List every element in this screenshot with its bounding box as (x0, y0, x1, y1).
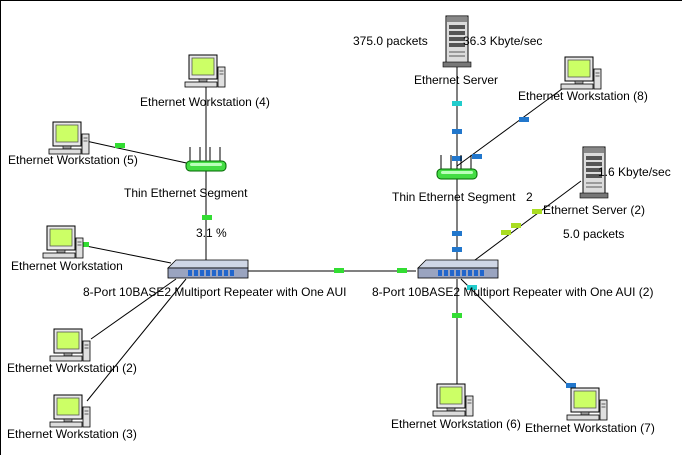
workstation-icon[interactable] (48, 121, 90, 155)
link-ws5-seg1 (85, 140, 192, 165)
workstation-icon[interactable] (432, 383, 474, 417)
link-ws2-rep1 (90, 278, 177, 340)
label-seg2: Thin Ethernet Segment (392, 190, 516, 204)
label-ws1: Ethernet Workstation (11, 259, 123, 273)
label-seg2-suffix: 2 (526, 190, 533, 204)
packet (566, 383, 576, 388)
packet (501, 230, 511, 235)
stat-server1-rate: 36.3 Kbyte/sec (463, 34, 542, 48)
workstation-icon[interactable] (49, 328, 91, 362)
packet (452, 247, 462, 252)
packet (519, 117, 529, 122)
label-ws8: Ethernet Workstation (8) (518, 89, 648, 103)
label-ws4: Ethernet Workstation (4) (140, 95, 270, 109)
stat-seg1-util: 3.1 % (196, 226, 227, 240)
stat-server2-rate: 1.6 Kbyte/sec (598, 165, 671, 179)
workstation-icon[interactable] (42, 225, 84, 259)
packet (467, 285, 477, 290)
packet (511, 223, 521, 228)
label-seg1: Thin Ethernet Segment (124, 186, 248, 200)
packet (202, 215, 212, 220)
label-ws3: Ethernet Workstation (3) (7, 427, 137, 441)
packet (452, 129, 462, 134)
packets (79, 41, 576, 388)
packet (334, 268, 344, 273)
label-server1: Ethernet Server (414, 73, 498, 87)
label-ws7: Ethernet Workstation (7) (525, 421, 655, 435)
label-ws2: Ethernet Workstation (2) (7, 361, 137, 375)
packet (79, 242, 89, 247)
packet (397, 268, 407, 273)
packet (532, 209, 542, 214)
workstation-icon[interactable] (560, 56, 602, 90)
labels: Ethernet Workstation (4) Ethernet Workst… (7, 34, 671, 441)
repeater-icon[interactable] (417, 259, 499, 279)
link-seg2-ws8 (456, 85, 567, 167)
packet (452, 101, 462, 106)
link-ws3-rep1 (86, 278, 187, 402)
label-ws5: Ethernet Workstation (5) (8, 153, 138, 167)
packet (452, 156, 462, 161)
label-rep2: 8-Port 10BASE2 Multiport Repeater with O… (372, 285, 653, 299)
packet (115, 143, 125, 148)
label-rep1: 8-Port 10BASE2 Multiport Repeater with O… (83, 285, 346, 299)
link-rep2-ws7 (460, 278, 577, 394)
workstation-icon[interactable] (184, 54, 226, 88)
link-ws1-rep1 (80, 244, 172, 264)
label-ws6: Ethernet Workstation (6) (391, 417, 521, 431)
repeater-icon[interactable] (167, 259, 249, 279)
packet (452, 231, 462, 236)
links (80, 61, 582, 402)
packet (472, 154, 482, 159)
label-server2: Ethernet Server (2) (543, 203, 645, 217)
stat-server1-packets: 375.0 packets (353, 34, 428, 48)
link-rep2-server2 (470, 180, 582, 264)
packet (452, 313, 462, 318)
workstation-icon[interactable] (566, 387, 608, 421)
stat-server2-packets: 5.0 packets (563, 227, 624, 241)
workstation-icon[interactable] (49, 394, 91, 428)
